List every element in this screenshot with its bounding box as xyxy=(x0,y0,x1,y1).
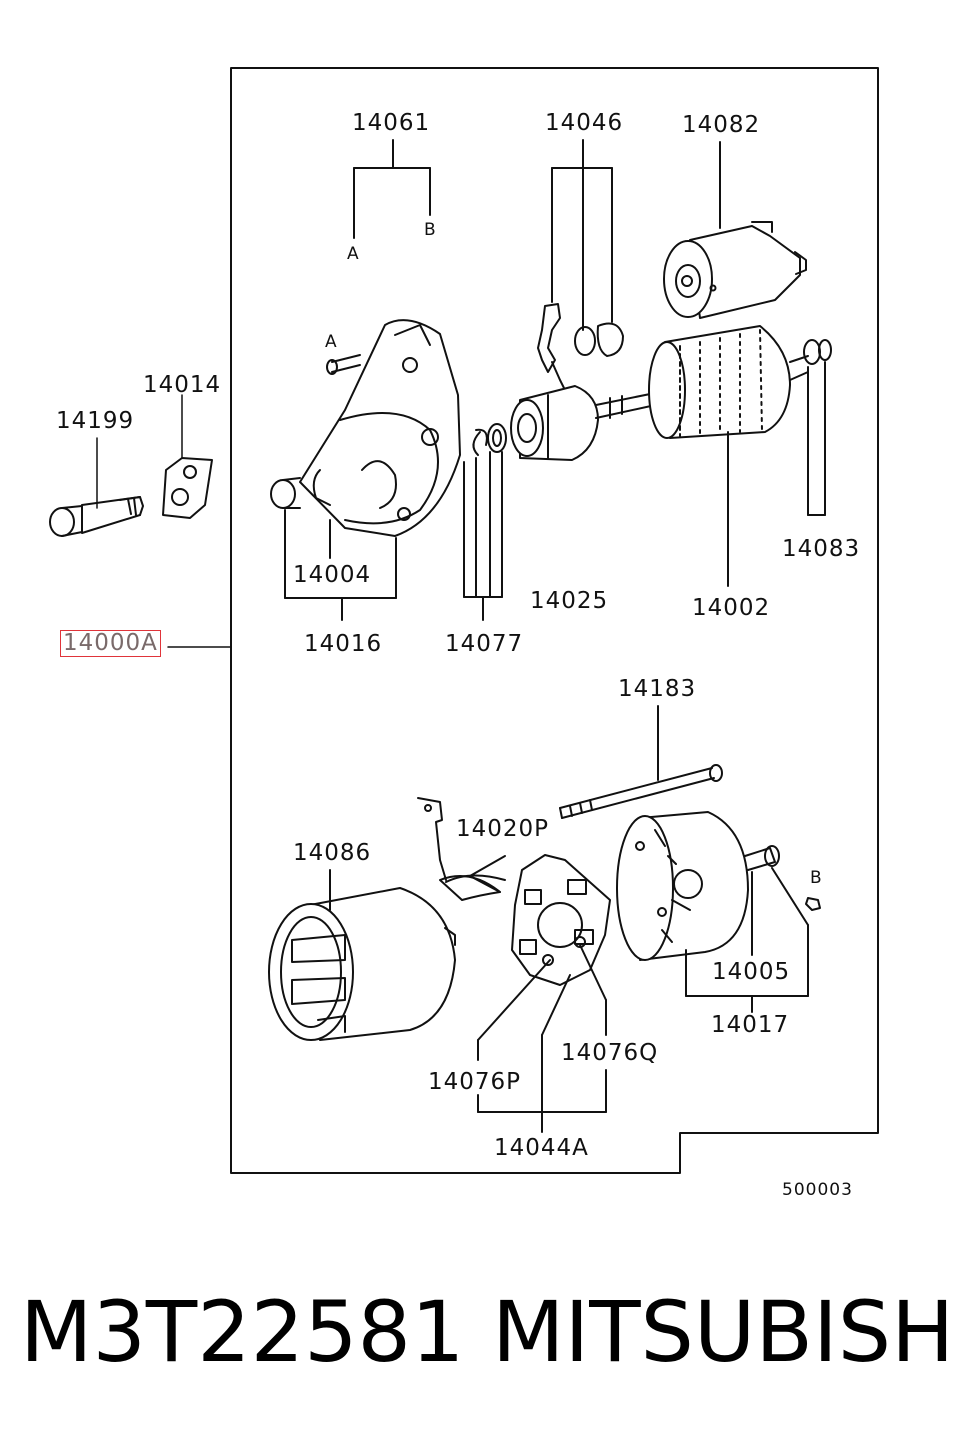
part-label-14016: 14016 xyxy=(304,631,383,657)
callout-a: A xyxy=(347,244,360,264)
part-label-14000a-highlighted[interactable]: 14000A xyxy=(60,630,161,657)
yoke xyxy=(268,887,456,1041)
part-label-14025: 14025 xyxy=(530,588,609,614)
part-label-14046: 14046 xyxy=(545,110,624,136)
front-housing xyxy=(299,319,461,537)
armature xyxy=(648,325,832,439)
footer-caption: M3T22581 MITSUBISHI xyxy=(0,1290,960,1400)
assembly-frame xyxy=(230,67,879,1174)
part-label-14002: 14002 xyxy=(692,595,771,621)
part-label-14082: 14082 xyxy=(682,112,761,138)
part-label-14061: 14061 xyxy=(352,110,431,136)
solenoid xyxy=(663,221,807,319)
starter-exploded-diagram xyxy=(49,67,879,1174)
part-label-14017: 14017 xyxy=(711,1012,790,1038)
part-number: M3T22581 xyxy=(20,1283,465,1381)
clutch-pinion xyxy=(510,385,599,461)
part-label-14183: 14183 xyxy=(618,676,697,702)
part-label-14077: 14077 xyxy=(445,631,524,657)
part-label-14020p: 14020P xyxy=(456,816,550,842)
brand-name: MITSUBISHI xyxy=(492,1283,960,1381)
part-label-14005: 14005 xyxy=(712,959,791,985)
diagram-reference-number: 500003 xyxy=(782,1180,853,1200)
part-label-14083: 14083 xyxy=(782,536,861,562)
rear-cover xyxy=(616,811,749,961)
part-label-14076q: 14076Q xyxy=(561,1040,659,1066)
part-label-14076p: 14076P xyxy=(428,1069,522,1095)
bolt xyxy=(49,496,144,537)
part-label-14044a: 14044A xyxy=(494,1135,589,1161)
part-label-14199: 14199 xyxy=(56,408,135,434)
brush-holder xyxy=(511,854,611,986)
part-label-14014: 14014 xyxy=(143,372,222,398)
part-label-14086: 14086 xyxy=(293,840,372,866)
callout-b: B xyxy=(424,220,437,240)
callout-a-screw: A xyxy=(325,332,338,352)
callout-b-screw: B xyxy=(810,868,823,888)
part-label-14004: 14004 xyxy=(293,562,372,588)
